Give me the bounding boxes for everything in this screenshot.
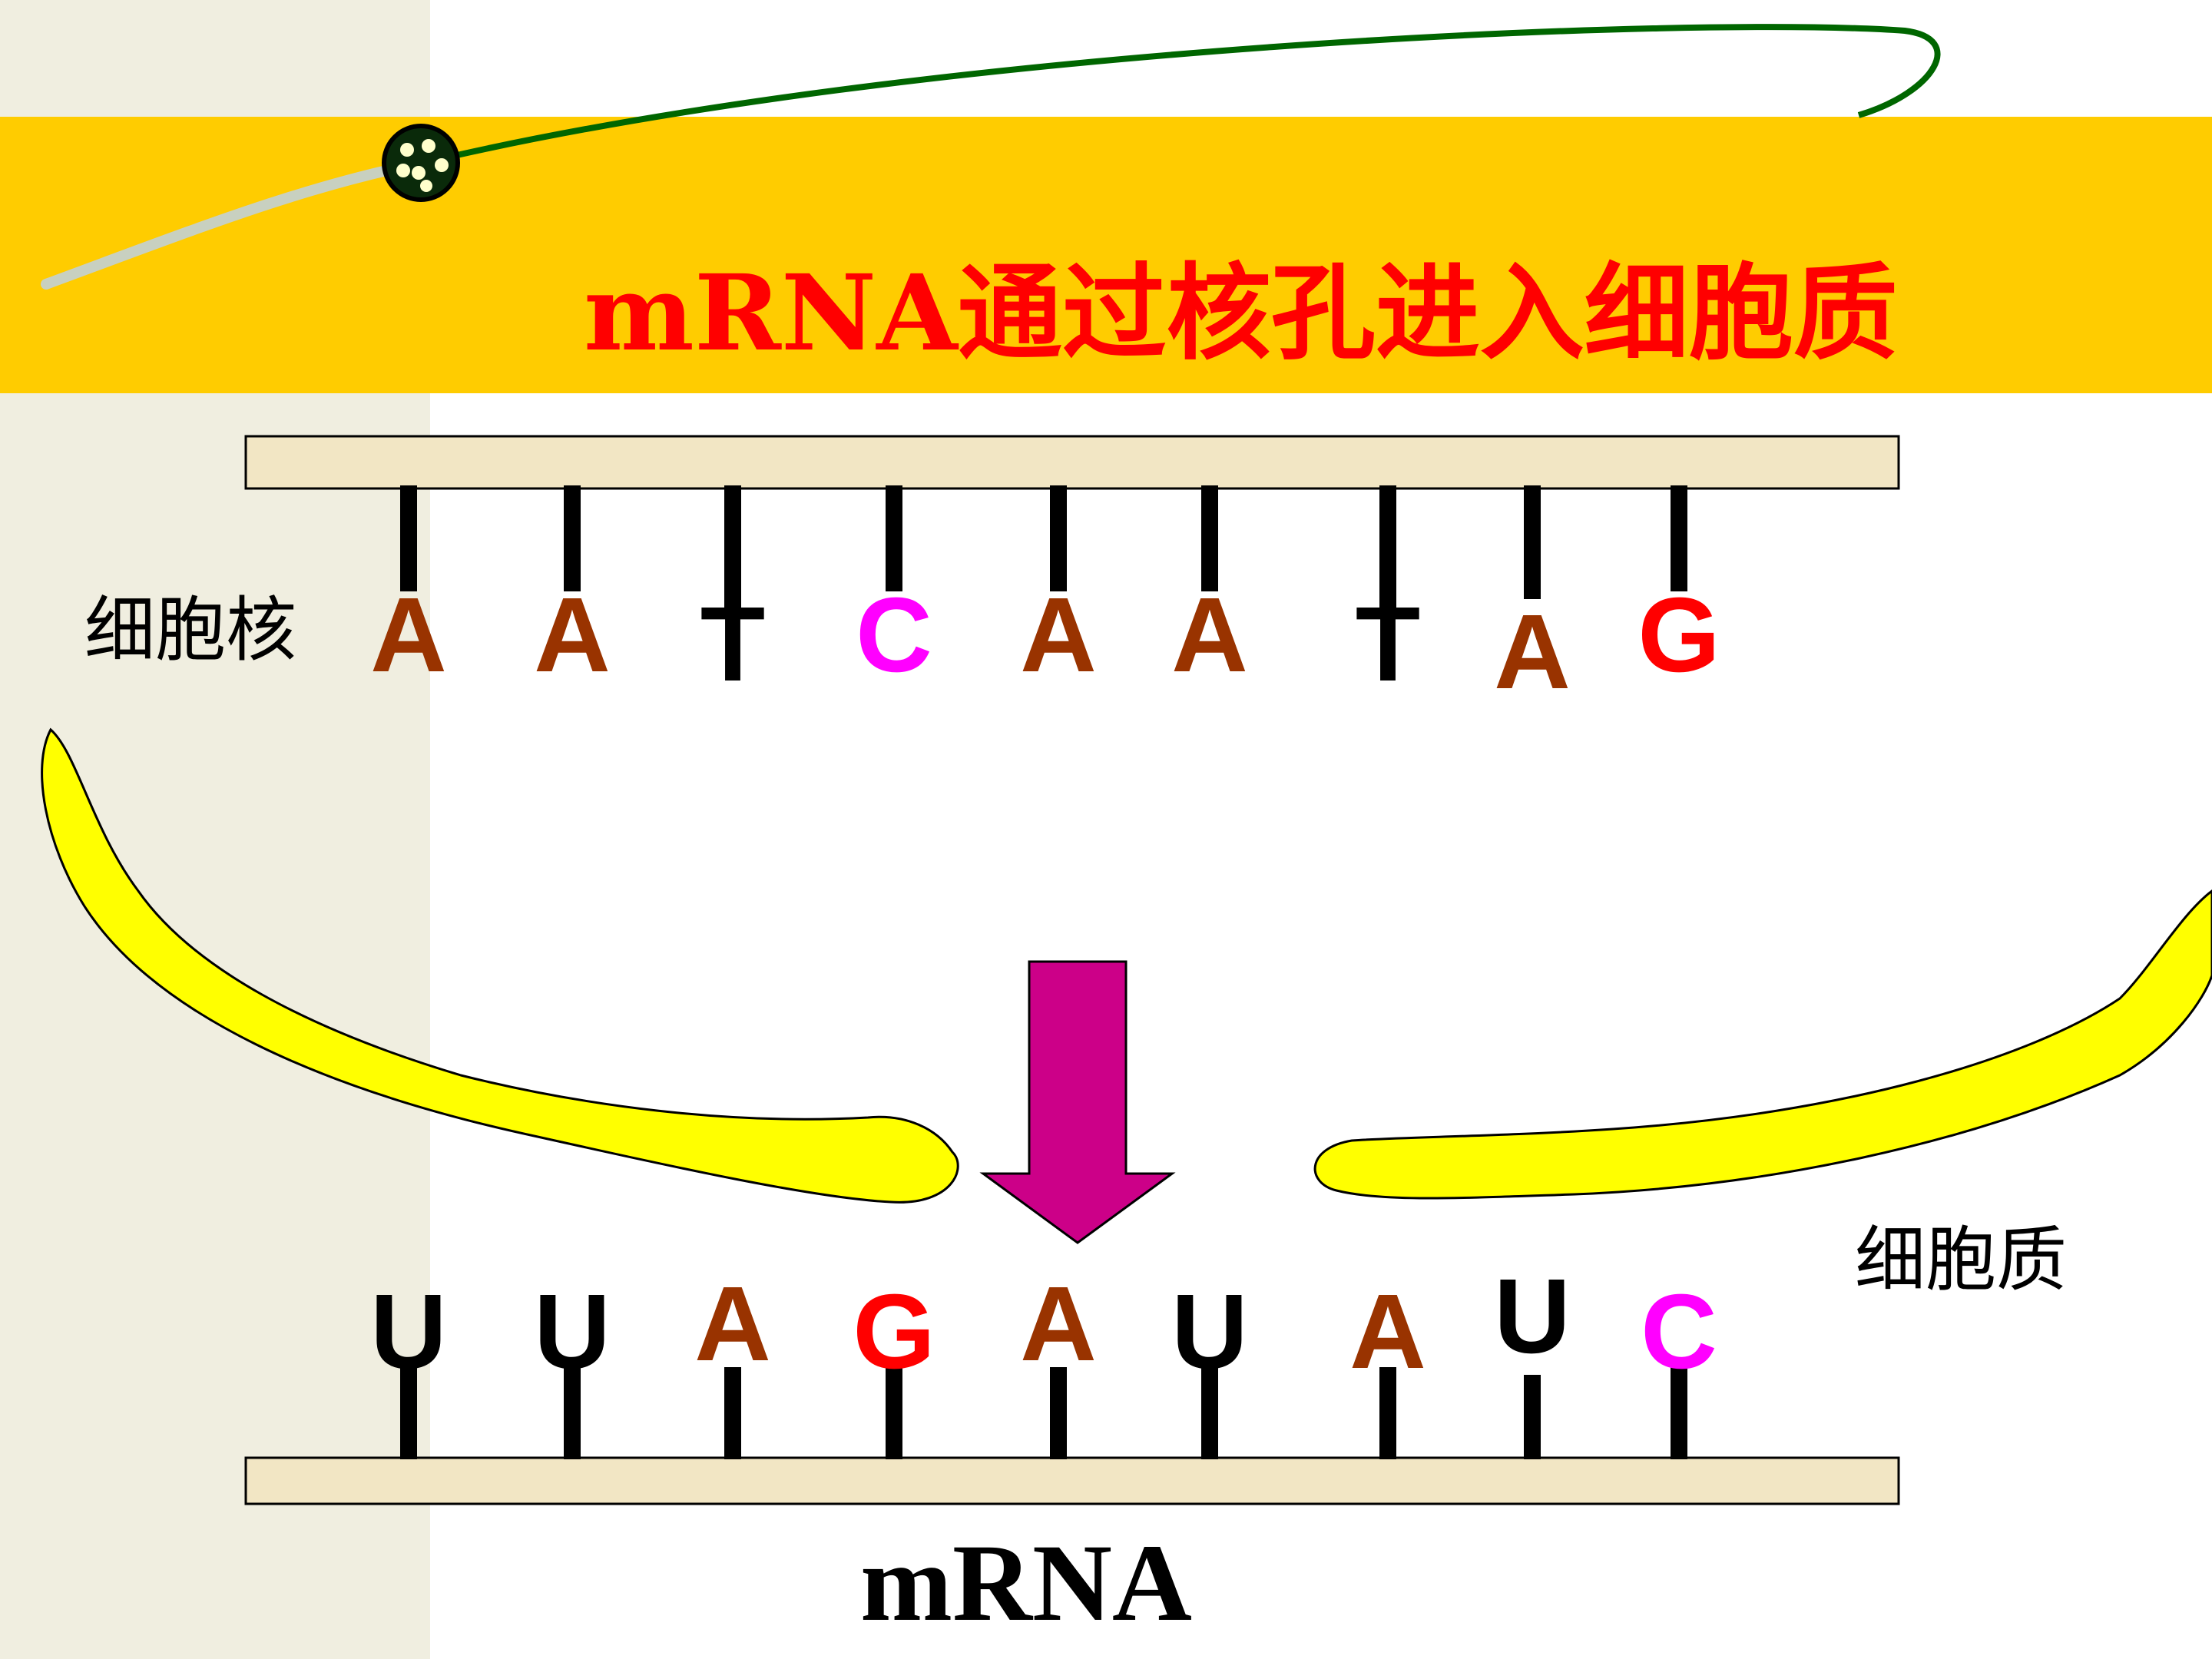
mrna-label: mRNA — [860, 1522, 1192, 1644]
nuclear-membrane-left — [41, 727, 959, 1204]
cytoplasm-label: 细胞质 — [1855, 1219, 2068, 1301]
dna-base-a: A — [1494, 593, 1571, 711]
nuclear-membrane-right — [1313, 889, 2212, 1200]
mrna-base-u: U — [1494, 1257, 1571, 1376]
dna-base-t: T — [700, 585, 766, 704]
header-band — [0, 117, 2212, 393]
dna-base-a: A — [1171, 576, 1248, 694]
nucleus-label: 细胞核 — [84, 589, 297, 671]
mrna-base-a: A — [694, 1265, 771, 1383]
mrna-stick-group — [400, 1367, 1687, 1459]
orbit-line — [429, 24, 1941, 164]
dna-stick-group — [400, 485, 1687, 614]
dna-base-a: A — [370, 576, 447, 694]
mrna-base-g: G — [853, 1273, 935, 1391]
dna-base-c: C — [856, 576, 932, 694]
nucleus-ball-icon — [382, 124, 460, 202]
mrna-base-u: U — [1171, 1273, 1248, 1391]
dna-base-g: G — [1637, 576, 1720, 694]
mrna-base-a: A — [1020, 1265, 1097, 1383]
mrna-backbone — [244, 1456, 1900, 1505]
export-arrow-icon — [979, 960, 1176, 1244]
mrna-base-u: U — [534, 1273, 611, 1391]
slide-title: mRNA通过核孔进入细胞质 — [584, 252, 1898, 375]
mrna-base-c: C — [1641, 1273, 1717, 1391]
dna-base-a: A — [534, 576, 611, 694]
mrna-base-a: A — [1349, 1273, 1426, 1391]
mrna-base-u: U — [370, 1273, 447, 1391]
dna-backbone — [244, 435, 1900, 490]
comet-tail — [41, 156, 435, 290]
dna-base-t: T — [1355, 585, 1421, 704]
dna-base-a: A — [1020, 576, 1097, 694]
